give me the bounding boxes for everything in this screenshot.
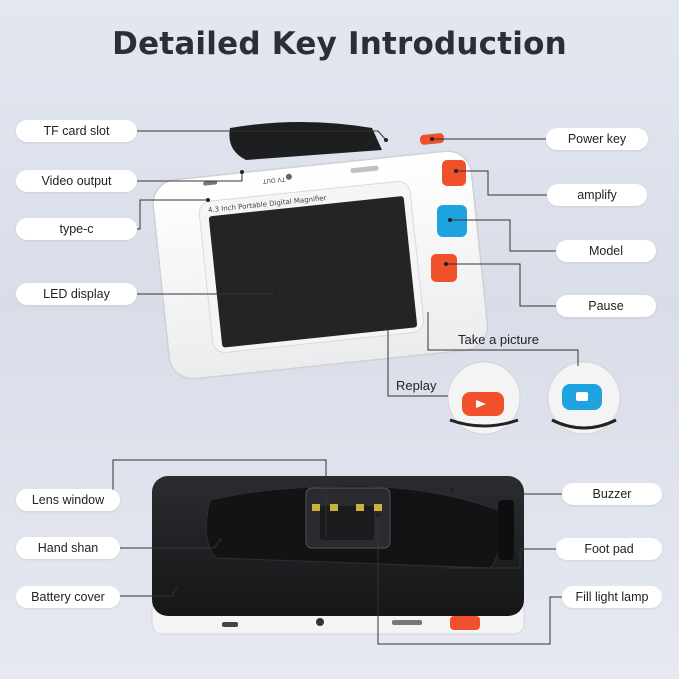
- label-lens-window: Lens window: [16, 489, 120, 511]
- callout-dots: [174, 137, 458, 590]
- label-power-key: Power key: [546, 128, 648, 150]
- back-device-body: [151, 476, 525, 635]
- usb-port: [222, 622, 238, 627]
- take-picture-zoom: [547, 361, 621, 435]
- label-foot-pad: Foot pad: [556, 538, 662, 560]
- tv-out-print: TV OUT: [262, 175, 286, 184]
- callout-lines: [112, 130, 579, 645]
- label-led-display: LED display: [16, 283, 137, 305]
- page-title: Detailed Key Introduction: [112, 26, 567, 62]
- label-battery-cover: Battery cover: [16, 586, 120, 608]
- foot-pad: [498, 500, 514, 560]
- label-hand-shan: Hand shan: [16, 537, 120, 559]
- label-type-c: type-c: [16, 218, 137, 240]
- type-c-port: [203, 180, 218, 186]
- front-device-body: 4.3 Inch Portable Digital Magnifier TV O…: [152, 150, 489, 380]
- label-tf-card-slot: TF card slot: [16, 120, 137, 142]
- replay-zoom: [447, 361, 521, 435]
- model-button: [437, 205, 467, 237]
- label-amplify: amplify: [547, 184, 647, 206]
- pause-button: [431, 254, 457, 282]
- back-red-key: [450, 616, 480, 630]
- amplify-button: [442, 160, 466, 186]
- label-take-a-picture: Take a picture: [458, 332, 539, 347]
- label-fill-light-lamp: Fill light lamp: [562, 586, 662, 608]
- label-pause: Pause: [556, 295, 656, 317]
- tf-card-slot-hole: [350, 165, 379, 174]
- video-jack: [285, 173, 292, 180]
- label-model: Model: [556, 240, 656, 262]
- label-replay: Replay: [396, 378, 437, 393]
- fill-light-lamp: [312, 504, 320, 511]
- handle-strap: [229, 122, 382, 160]
- label-video-output: Video output: [16, 170, 137, 192]
- sd-slot: [392, 620, 422, 625]
- tv-out-jack: [316, 618, 324, 626]
- label-buzzer: Buzzer: [562, 483, 662, 505]
